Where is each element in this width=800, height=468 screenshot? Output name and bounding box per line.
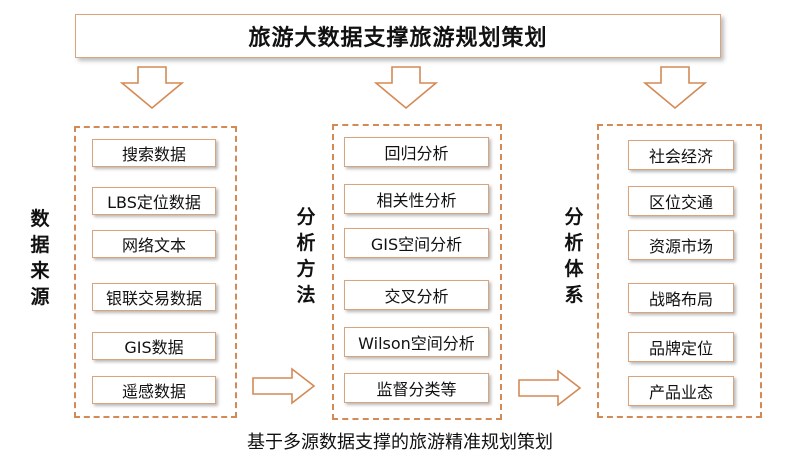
data-source-item: 遥感数据 (92, 376, 216, 404)
diagram-caption: 基于多源数据支撑的旅游精准规划策划 (247, 432, 553, 453)
column-label-char: 据 (30, 234, 50, 256)
down-arrow-icon (119, 66, 185, 110)
analysis-method-item: 相关性分析 (344, 184, 489, 214)
down-arrow-icon (642, 66, 708, 110)
column-label-char: 析 (564, 232, 584, 254)
analysis-system-item: 产品业态 (628, 376, 734, 406)
diagram-title: 旅游大数据支撑旅游规划策划 (75, 14, 721, 58)
right-arrow-icon (252, 367, 316, 405)
column-label-char: 法 (296, 284, 316, 306)
data-source-item: GIS数据 (92, 332, 216, 360)
analysis-system-item: 资源市场 (628, 230, 734, 260)
column-label-char: 系 (564, 284, 584, 306)
data-sources-group (74, 126, 237, 418)
data-source-item: 搜索数据 (92, 139, 216, 167)
column-label-analysis-system: 分 析 体 系 (560, 204, 588, 308)
analysis-method-item: 交叉分析 (344, 280, 489, 310)
data-source-item: 网络文本 (92, 230, 216, 258)
column-label-char: 析 (296, 232, 316, 254)
data-source-item: LBS定位数据 (92, 187, 216, 215)
column-label-char: 数 (30, 208, 50, 230)
data-source-item: 银联交易数据 (92, 283, 216, 311)
column-label-char: 方 (296, 258, 316, 280)
analysis-system-item: 战略布局 (628, 283, 734, 313)
column-label-char: 源 (30, 286, 50, 308)
analysis-system-group (597, 124, 762, 418)
analysis-method-item: 监督分类等 (344, 373, 489, 403)
analysis-method-item: 回归分析 (344, 137, 489, 167)
column-label-char: 体 (564, 258, 584, 280)
analysis-system-item: 品牌定位 (628, 332, 734, 362)
analysis-method-item: GIS空间分析 (344, 228, 489, 258)
analysis-methods-group (332, 124, 502, 420)
column-label-char: 分 (296, 206, 316, 228)
right-arrow-icon (518, 369, 582, 407)
column-label-char: 分 (564, 206, 584, 228)
down-arrow-icon (373, 66, 439, 110)
analysis-system-item: 区位交通 (628, 186, 734, 216)
column-label-analysis-methods: 分 析 方 法 (292, 204, 320, 308)
column-label-char: 来 (30, 260, 50, 282)
column-label-data-sources: 数 据 来 源 (26, 206, 54, 310)
analysis-system-item: 社会经济 (628, 140, 734, 170)
analysis-method-item: Wilson空间分析 (344, 327, 489, 357)
